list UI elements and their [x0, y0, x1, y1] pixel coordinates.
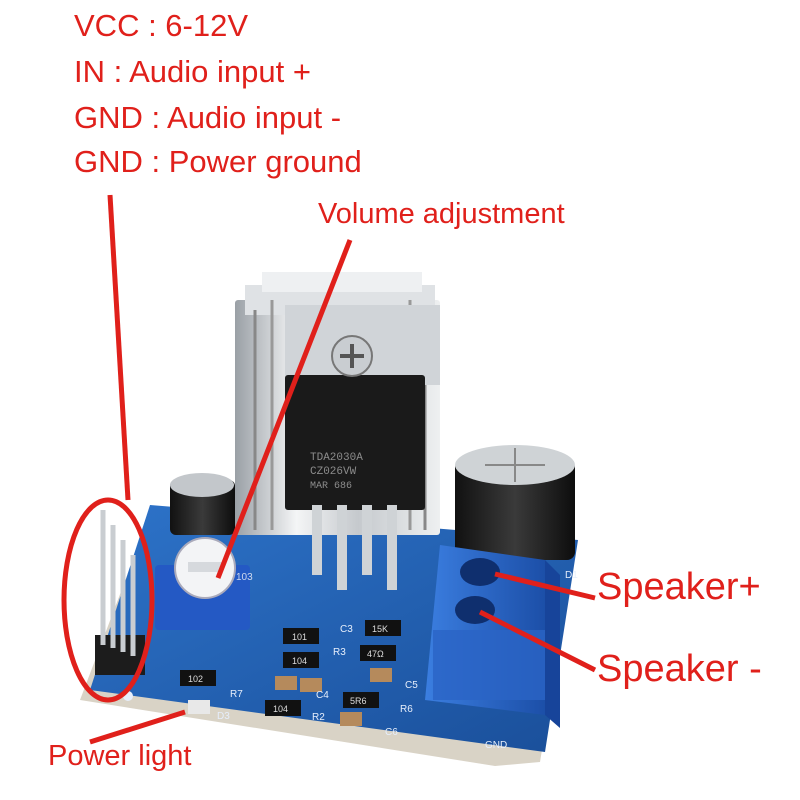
smd-code-4: 104 [273, 704, 288, 714]
speaker-minus-label: Speaker - [597, 648, 762, 690]
pin-legend-gnd-power: GND : Power ground [74, 144, 362, 179]
silk-c6: C6 [385, 727, 398, 738]
chip-marking-1: TDA2030A [310, 452, 363, 464]
silk-r3: R3 [333, 647, 346, 658]
pin-legend-pointer [107, 194, 131, 501]
pin-header [95, 510, 145, 675]
smd-code-1: 102 [188, 674, 203, 684]
pin-legend-vcc: VCC : 6-12V [74, 8, 249, 43]
silk-r7: R7 [230, 689, 243, 700]
small-capacitor [170, 473, 235, 535]
volume-potentiometer: 103 [155, 537, 253, 630]
pin-legend-gnd-audio: GND : Audio input - [74, 100, 342, 135]
silk-gnd: GND [485, 740, 507, 751]
silk-r2: R2 [312, 712, 325, 723]
speaker-plus-pointer [494, 571, 596, 601]
pin-legend-in: IN : Audio input + [74, 54, 311, 89]
smd-code-3: 104 [292, 656, 307, 666]
silk-c3: C3 [340, 624, 353, 635]
silk-d3: D3 [217, 711, 230, 722]
smd-components: 102 101 104 104 15K 47Ω 5R6 [180, 620, 401, 726]
smd-code-7: 5R6 [350, 696, 367, 706]
smd-code-6: 47Ω [367, 649, 384, 659]
speaker-terminal-block [425, 545, 560, 728]
tda2030-chip: TDA2030A CZ026VW MAR 686 [285, 335, 425, 590]
pin-header-highlight-ellipse [61, 497, 155, 703]
chip-marking-3: MAR 686 [310, 481, 352, 492]
power-light-label: Power light [48, 740, 192, 772]
speaker-minus-pointer [478, 609, 597, 673]
silk-d1: D1 [565, 570, 578, 581]
silk-r6: R6 [400, 704, 413, 715]
speaker-plus-label: Speaker+ [597, 566, 761, 608]
silk-c4: C4 [316, 690, 329, 701]
volume-adjustment-label: Volume adjustment [318, 198, 565, 230]
annotation-lines [61, 194, 597, 745]
silkscreen-labels: R7 D3 C3 R3 C4 R2 R6 C6 C5 GND D1 [217, 570, 578, 751]
volume-pointer [215, 239, 353, 579]
smd-code-2: 101 [292, 632, 307, 642]
power-light-pointer [89, 709, 186, 745]
silk-c5: C5 [405, 680, 418, 691]
large-capacitor [455, 445, 575, 560]
smd-code-5: 15K [372, 624, 388, 634]
chip-marking-2: CZ026VW [310, 466, 357, 478]
pot-code: 103 [236, 572, 253, 583]
